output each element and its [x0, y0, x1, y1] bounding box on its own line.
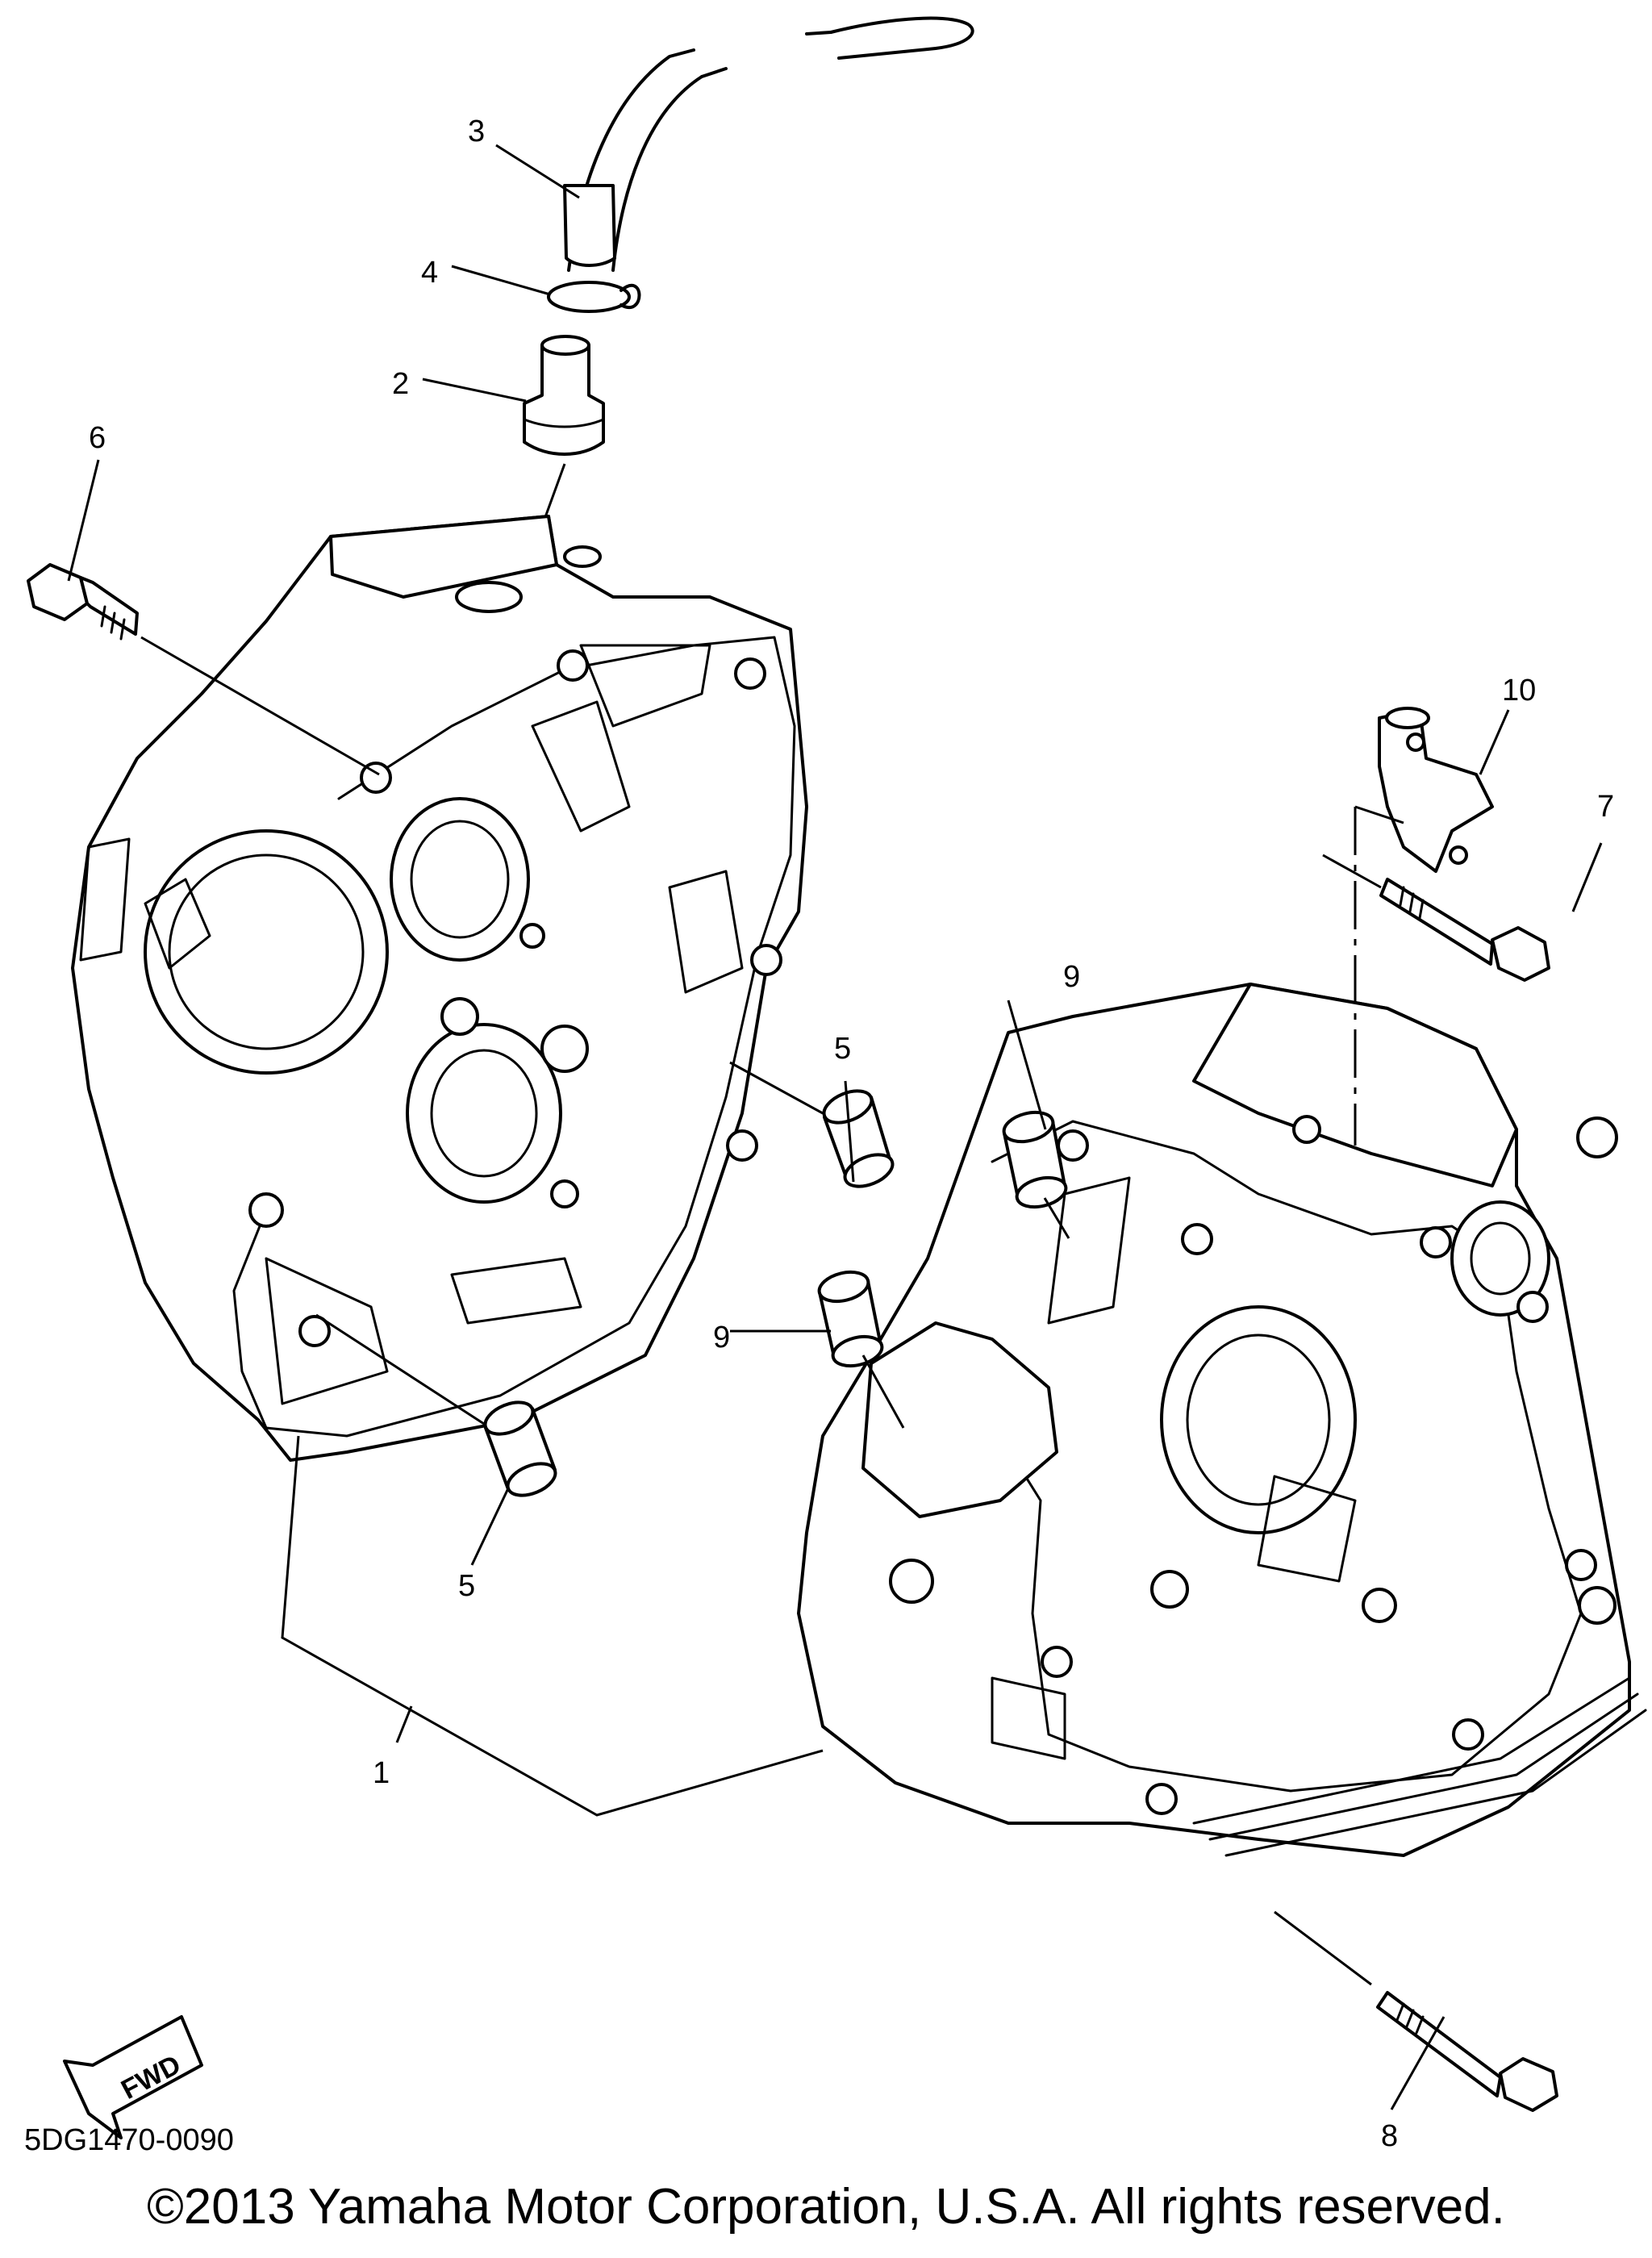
callout-4: 4 — [421, 256, 438, 290]
callout-3: 3 — [468, 115, 485, 148]
hose-clip — [547, 281, 641, 313]
callout-9-lower: 9 — [713, 1321, 730, 1354]
bolt-7 — [1322, 854, 1550, 982]
callout-leaders — [67, 144, 1603, 2110]
dowel-pin-lower — [315, 1313, 557, 1497]
fwd-arrow-icon: FWD — [63, 2015, 203, 2139]
callout-2: 2 — [392, 367, 409, 401]
breather-fitting — [515, 335, 605, 598]
bolt-6 — [27, 563, 380, 776]
assembly-bracket-1 — [281, 1435, 824, 1817]
callout-9-upper: 9 — [1063, 960, 1080, 994]
dowel-pin-upper — [729, 1061, 895, 1188]
callout-6: 6 — [89, 421, 106, 455]
breather-hose — [563, 16, 974, 272]
callout-5-lower: 5 — [458, 1569, 475, 1603]
callout-8: 8 — [1381, 2119, 1398, 2153]
bolt-8 — [1274, 1910, 1558, 2112]
callout-7: 7 — [1597, 790, 1614, 824]
left-crankcase — [71, 515, 808, 1462]
callout-5-upper: 5 — [834, 1032, 851, 1066]
callout-labels: 3 4 2 6 10 7 9 5 9 5 1 8 — [89, 115, 1614, 2153]
diagram-part-code: 5DG1470-0090 — [24, 2123, 234, 2157]
bracket-10 — [1354, 707, 1494, 1146]
callout-10: 10 — [1502, 674, 1536, 707]
dowel-pin-9-lower — [817, 1270, 905, 1429]
callout-1: 1 — [373, 1756, 390, 1790]
copyright-notice: ©2013 Yamaha Motor Corporation, U.S.A. A… — [147, 2179, 1505, 2235]
dowel-pin-9-upper — [1002, 1110, 1070, 1239]
right-crankcase — [797, 983, 1647, 1857]
